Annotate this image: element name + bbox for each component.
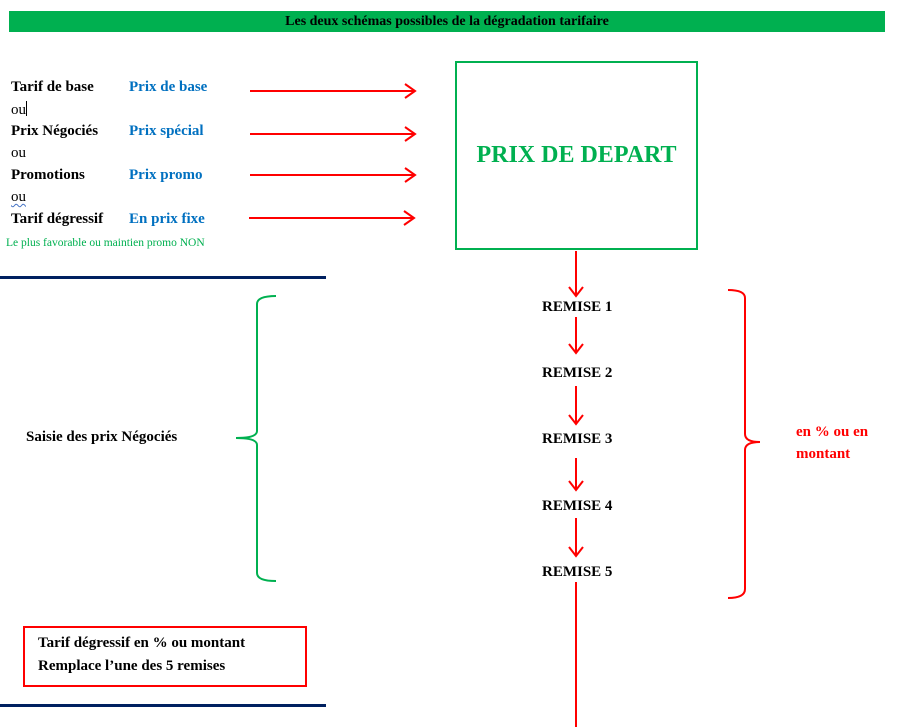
source-price-en-prix-fixe: En prix fixe (129, 211, 205, 227)
remise-3: REMISE 3 (542, 431, 613, 447)
source-price-prix-promo: Prix promo (129, 167, 203, 183)
remise-2: REMISE 2 (542, 365, 613, 381)
tarif-box-line2: Remplace l’une des 5 remises (38, 658, 226, 674)
remise-type-note: en % ou en montant (796, 421, 868, 465)
favorable-note: Le plus favorable ou maintien promo NON (6, 237, 205, 249)
remise-type-note-line2: montant (796, 446, 851, 462)
arrow-right-2 (250, 126, 417, 142)
arrow-right-3 (250, 167, 417, 183)
text-cursor (26, 101, 27, 116)
remise-type-note-line1: en % ou en (796, 424, 869, 440)
tarif-degressif-box: Tarif dégressif en % ou montant Remplace… (23, 626, 307, 687)
separator-ou-3: ou (11, 189, 26, 205)
saisie-brace (235, 295, 277, 582)
arrow-down-1 (568, 317, 584, 355)
saisie-prix-negocies-label: Saisie des prix Négociés (26, 429, 178, 445)
section-divider-bottom (0, 704, 326, 707)
source-label-tarif-de-base: Tarif de base (11, 79, 94, 95)
remise-5: REMISE 5 (542, 564, 613, 580)
separator-ou-text: ou (11, 102, 26, 118)
arrow-right-1 (250, 83, 417, 99)
arrow-right-4 (249, 210, 416, 226)
arrow-down-4 (568, 518, 584, 558)
diagram-title: Les deux schémas possibles de la dégrada… (285, 13, 609, 29)
source-label-tarif-degressif: Tarif dégressif (11, 211, 104, 227)
section-divider-top (0, 276, 326, 279)
prix-de-depart-label: PRIX DE DEPART (476, 142, 677, 168)
source-label-promotions: Promotions (11, 167, 85, 183)
arrow-down-2 (568, 386, 584, 426)
source-price-prix-de-base: Prix de base (129, 79, 208, 95)
remise-4: REMISE 4 (542, 498, 613, 514)
separator-ou-2: ou (11, 145, 26, 161)
separator-ou-1: ou (11, 101, 27, 119)
arrow-down-start (568, 251, 584, 298)
arrow-down-3 (568, 458, 584, 492)
source-price-prix-special: Prix spécial (129, 123, 204, 139)
title-bar: Les deux schémas possibles de la dégrada… (9, 11, 885, 32)
source-label-prix-negocies: Prix Négociés (11, 123, 99, 139)
remise-1: REMISE 1 (542, 299, 613, 315)
prix-de-depart-box: PRIX DE DEPART (455, 61, 698, 250)
tarif-box-line1: Tarif dégressif en % ou montant (38, 635, 246, 651)
remise-brace (727, 289, 761, 599)
